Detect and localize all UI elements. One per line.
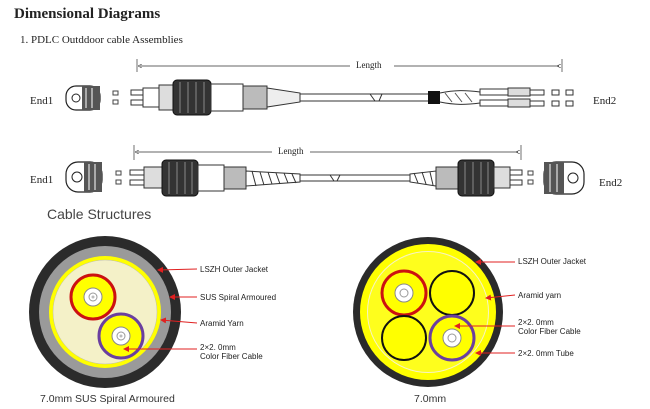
assembly2-end1-cap	[65, 161, 103, 193]
assembly1-drawing	[65, 59, 574, 116]
section-subtitle: 1. PDLC Outddoor cable Assemblies	[20, 34, 183, 46]
left-label-aramid: Aramid Yarn	[200, 319, 244, 328]
structures-title: Cable Structures	[47, 206, 152, 222]
left-label-fiber-line1: 2×2. 0mm	[200, 343, 236, 352]
right-label-fiber-line2: Color Fiber Cable	[518, 327, 581, 336]
assembly2-drawing	[65, 145, 585, 197]
right-cross-section	[353, 237, 516, 387]
assembly1-end1-label: End1	[30, 95, 54, 107]
assembly2-end2-cap	[543, 161, 585, 195]
assembly1-end1-cap	[65, 85, 101, 111]
left-cross-section	[29, 236, 198, 388]
right-label-tube: 2×2. 0mm Tube	[518, 349, 574, 358]
assembly2-end1-label: End1	[30, 174, 54, 186]
assembly2-end2-label: End2	[599, 177, 623, 189]
left-label-fiber-line2: Color Fiber Cable	[200, 352, 263, 361]
assembly2-length-label: Length	[278, 146, 304, 156]
assembly1-end2-label: End2	[593, 95, 617, 107]
page-title: Dimensional Diagrams	[14, 6, 161, 22]
left-label-jacket: LSZH Outer Jacket	[200, 265, 269, 274]
assembly1-length-label: Length	[356, 60, 382, 70]
right-label-aramid: Aramid yarn	[518, 291, 562, 300]
right-label-fiber-line1: 2×2. 0mm	[518, 318, 554, 327]
left-caption: 7.0mm SUS Spiral Armoured	[40, 393, 175, 405]
right-caption: 7.0mm	[414, 393, 447, 405]
left-label-armour: SUS Spiral Armoured	[200, 293, 277, 302]
right-label-jacket: LSZH Outer Jacket	[518, 257, 587, 266]
